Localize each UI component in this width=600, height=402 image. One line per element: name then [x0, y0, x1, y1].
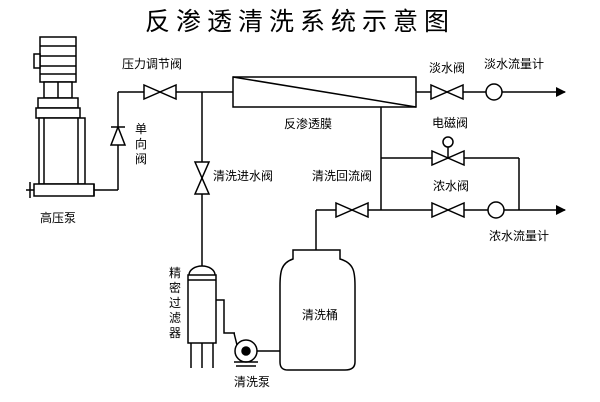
pressure-regulating-valve-symbol: [143, 83, 177, 101]
check-valve-symbol: [109, 124, 127, 146]
high-pressure-pump: [26, 36, 118, 198]
cleaning-inlet-valve-label: 清洗进水阀: [213, 169, 274, 183]
cleaning-return-valve-symbol: [335, 201, 369, 219]
fresh-water-valve-label: 淡水阀: [429, 61, 466, 75]
ro-membrane-label: 反渗透膜: [284, 117, 333, 131]
ro-membrane: [232, 76, 417, 108]
cleaning-tank-label: 清洗桶: [302, 308, 339, 322]
cleaning-inlet-valve-symbol: [193, 161, 211, 195]
check-valve-label: 单向阀: [134, 122, 147, 166]
concentrate-valve-label: 浓水阀: [433, 179, 470, 193]
concentrate-valve-symbol: [431, 201, 465, 219]
cleaning-return-valve-label: 清洗回流阀: [312, 169, 373, 183]
pressure-regulating-valve-label: 压力调节阀: [122, 57, 183, 71]
diagram-title: 反渗透清洗系统示意图: [144, 7, 455, 36]
fresh-water-valve-symbol: [430, 83, 464, 101]
cleaning-pump-label: 清洗泵: [234, 375, 271, 389]
cleaning-pump-symbol: [233, 332, 258, 367]
fresh-water-flowmeter-label: 淡水流量计: [484, 57, 545, 71]
cleaning-tank: [279, 249, 356, 371]
solenoid-valve-symbol: [431, 136, 465, 167]
solenoid-valve-label: 电磁阀: [432, 116, 469, 130]
precision-filter-label: 精密过滤器: [168, 266, 181, 340]
concentrate-flowmeter-label: 浓水流量计: [489, 229, 550, 243]
concentrate-flowmeter-symbol: [487, 201, 505, 219]
precision-filter: [187, 264, 217, 368]
fresh-water-flowmeter-symbol: [485, 83, 503, 101]
high-pressure-pump-label: 高压泵: [40, 211, 77, 225]
